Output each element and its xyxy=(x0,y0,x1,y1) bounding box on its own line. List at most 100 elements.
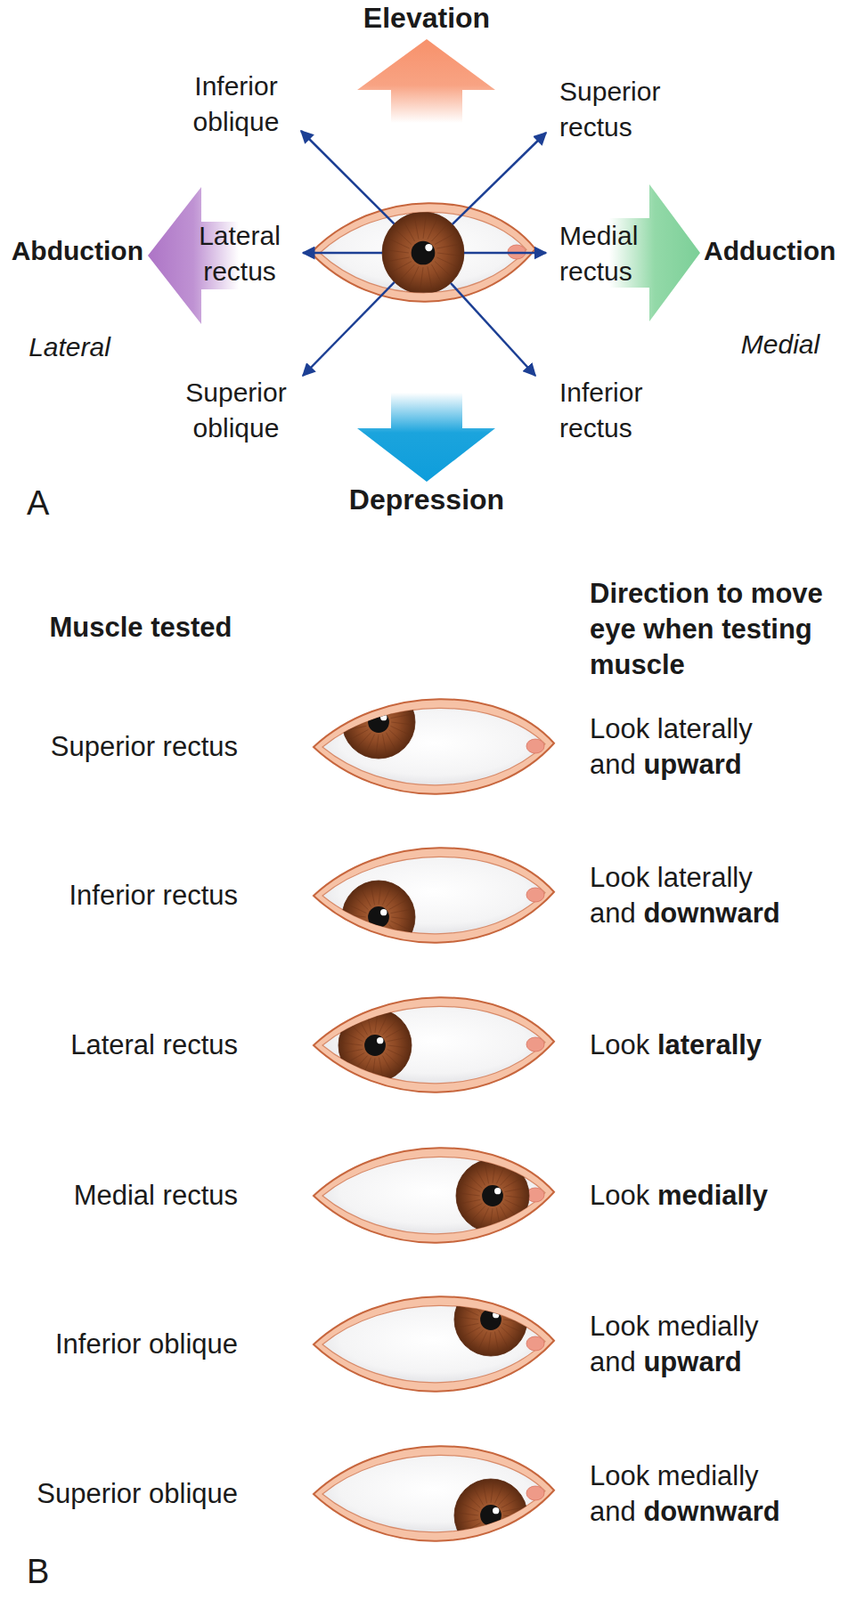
iris-streak xyxy=(501,1523,518,1539)
muscle-name: Superior oblique xyxy=(36,1476,238,1513)
iris-streak xyxy=(375,734,379,757)
iris-streak xyxy=(345,1052,366,1064)
iris-group xyxy=(456,1159,530,1233)
iris-streak xyxy=(472,1290,484,1311)
iris-group xyxy=(342,685,416,759)
iris-streak xyxy=(360,693,372,713)
iris-streak xyxy=(461,1523,482,1534)
iris-group xyxy=(454,1283,528,1357)
highlight xyxy=(492,1508,499,1515)
depression-arrow xyxy=(357,392,496,482)
iris-streak xyxy=(477,1528,488,1549)
iris-streak xyxy=(382,734,387,757)
iris-streak xyxy=(382,1056,393,1077)
iris-streak xyxy=(497,1330,509,1351)
iris-streak xyxy=(492,1161,496,1183)
iris-streak xyxy=(370,688,376,710)
pupil xyxy=(367,711,390,734)
iris-streak xyxy=(499,1206,511,1227)
iris-streak xyxy=(489,1208,493,1231)
iris-streak xyxy=(378,1058,384,1080)
caruncle xyxy=(526,888,545,903)
muscle-label: Medial rectus xyxy=(559,218,685,290)
iris-streak xyxy=(349,729,369,741)
iris-streak xyxy=(344,725,367,731)
iris-streak xyxy=(472,1486,484,1507)
eye-drawings xyxy=(310,203,555,1553)
pupil xyxy=(364,1035,386,1057)
pupil xyxy=(480,1309,502,1331)
iris-streak xyxy=(366,1011,372,1034)
iris-streak xyxy=(503,1312,525,1317)
side-label: Lateral xyxy=(28,329,111,366)
iris-streak xyxy=(501,1498,522,1509)
muscle-pull-arrows xyxy=(301,130,547,376)
highlight xyxy=(424,244,433,252)
iris-streak xyxy=(375,1011,378,1033)
iris-streak xyxy=(340,1043,362,1046)
iris-streak xyxy=(391,714,413,719)
panel-letter: A xyxy=(26,485,49,522)
iris-streak xyxy=(464,1297,481,1313)
iris-streak xyxy=(346,709,367,719)
iris-streak xyxy=(458,1199,481,1205)
iris-streak xyxy=(496,1208,501,1231)
panel-letter: B xyxy=(26,1554,49,1590)
iris-streak xyxy=(391,909,413,914)
pupil xyxy=(411,241,436,266)
iris-streak xyxy=(482,1286,488,1308)
iris-streak xyxy=(390,260,412,273)
iris-streak xyxy=(488,1332,491,1354)
iris-streak xyxy=(494,1528,499,1550)
iris-streak xyxy=(423,213,426,238)
iris-streak xyxy=(391,917,413,921)
pupil xyxy=(480,1505,502,1527)
muscle-label: Superior rectus xyxy=(559,73,685,146)
iris-streak xyxy=(503,1508,525,1513)
iris-streak xyxy=(436,244,461,249)
direction-label: Abduction xyxy=(11,233,144,270)
iris xyxy=(454,1283,528,1357)
highlight xyxy=(494,1188,501,1195)
direction-label: Elevation xyxy=(363,0,490,36)
sclera xyxy=(322,1006,546,1084)
muscle-label: Inferior oblique xyxy=(173,68,299,140)
caruncle xyxy=(526,1037,545,1052)
iris xyxy=(342,685,416,759)
iris-streak xyxy=(490,1481,494,1503)
instruction-emphasis: laterally xyxy=(657,1029,762,1061)
muscle-name: Medial rectus xyxy=(73,1178,238,1215)
iris-streak xyxy=(484,1162,490,1184)
instruction-emphasis: downward xyxy=(643,897,780,930)
caruncle xyxy=(526,739,545,754)
iris-streak xyxy=(343,914,366,918)
pupil xyxy=(367,906,390,929)
iris-streak xyxy=(461,1327,482,1338)
iris-streak xyxy=(385,733,397,753)
muscle-name: Lateral rectus xyxy=(70,1027,238,1064)
muscle-name: Inferior oblique xyxy=(55,1327,238,1363)
iris-streak xyxy=(341,1049,363,1054)
pupil xyxy=(481,1185,504,1207)
instruction-emphasis: medially xyxy=(657,1180,768,1212)
muscle-label: Lateral rectus xyxy=(177,218,302,290)
iris-group xyxy=(338,1009,412,1083)
iris-streak xyxy=(370,883,376,906)
iris-streak xyxy=(389,704,409,716)
eye xyxy=(313,685,555,795)
iris-group xyxy=(454,1479,528,1553)
highlight xyxy=(492,1312,499,1319)
iris-streak xyxy=(384,257,409,262)
iris-streak xyxy=(503,1519,523,1530)
iris-streak xyxy=(343,719,366,723)
test-direction: Lookmedially xyxy=(589,1178,791,1215)
iris-streak xyxy=(402,220,415,242)
pull-arrow xyxy=(464,252,547,255)
iris xyxy=(342,880,416,954)
muscle-label: Superior oblique xyxy=(173,375,299,447)
iris-streak xyxy=(503,1516,525,1519)
eye xyxy=(313,1446,555,1553)
test-direction: Look laterally andupward xyxy=(589,711,791,783)
side-label: Medial xyxy=(741,326,820,363)
